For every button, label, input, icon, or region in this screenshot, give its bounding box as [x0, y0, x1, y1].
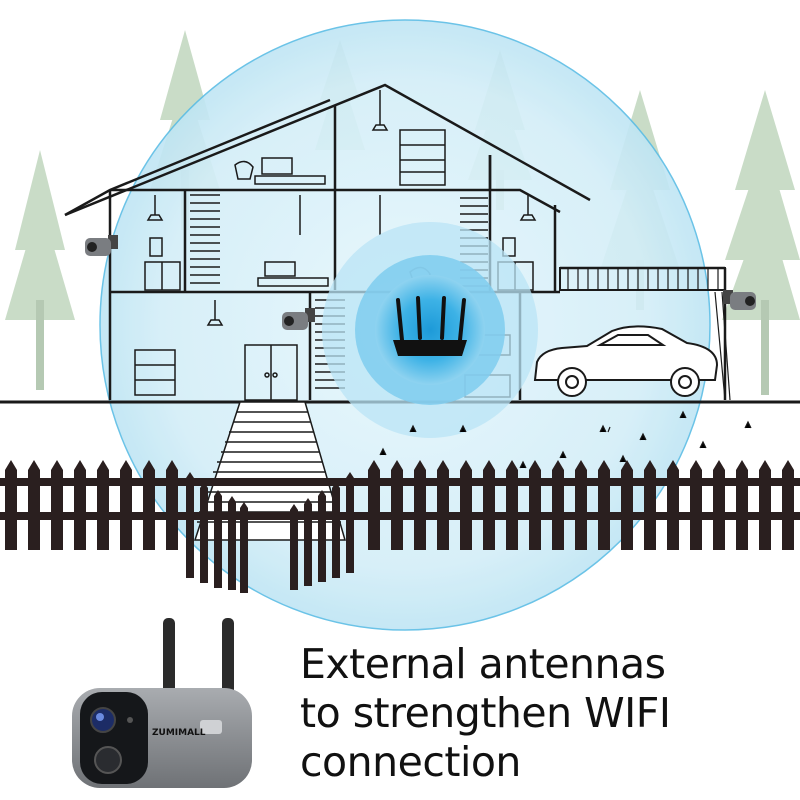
antenna-left	[163, 618, 175, 698]
fence-pickets-right	[368, 460, 794, 550]
caption-line-1: External antennas	[300, 640, 666, 688]
cabinet-left	[144, 237, 181, 291]
grass-tufts	[379, 410, 752, 469]
shelf-lower-left	[134, 349, 176, 396]
wall-camera-middle	[282, 308, 315, 330]
antenna-right	[222, 618, 234, 710]
fence-gate-left	[186, 472, 248, 593]
caption-line-3: connection	[300, 738, 521, 786]
chair-icon	[234, 160, 254, 180]
camera-brand-label: ZUMIMALL	[152, 728, 206, 738]
fence-gate-right	[290, 472, 354, 590]
wall-camera-left	[85, 235, 118, 256]
deck-railing	[559, 267, 731, 401]
roof-main	[64, 83, 591, 217]
pir-sensor-icon	[94, 746, 122, 774]
caption-line-2: to strengthen WIFI	[300, 689, 671, 737]
stairs-left	[190, 194, 220, 284]
camera-lens	[90, 707, 116, 733]
router-glow-core	[375, 275, 485, 385]
router-icon	[393, 296, 467, 356]
security-camera-product: ZUMIMALL	[72, 618, 252, 788]
tv-console-mid	[257, 261, 329, 287]
double-door	[244, 344, 298, 401]
tree-far-right	[722, 90, 800, 395]
fence	[0, 460, 800, 593]
fence-pickets-left	[5, 460, 178, 550]
bookshelf-top	[399, 129, 446, 186]
wall-camera-right	[723, 290, 756, 310]
feature-caption: External antennas to strengthen WIFI con…	[300, 640, 790, 787]
tree-left	[5, 150, 75, 390]
car-icon	[533, 325, 719, 397]
pendant-lamps	[146, 90, 537, 326]
tv-console-top	[254, 157, 326, 185]
